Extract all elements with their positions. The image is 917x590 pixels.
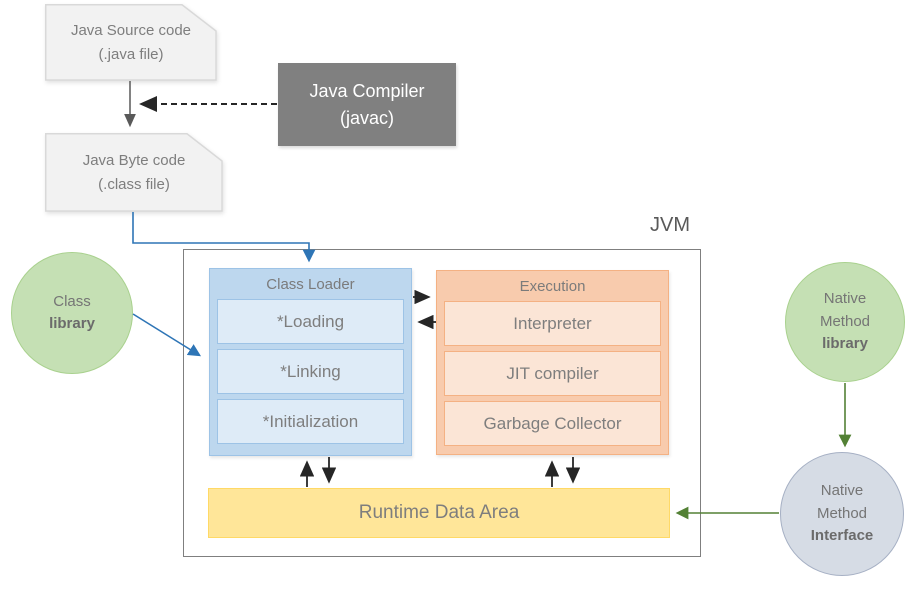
java-source-line1: Java Source code [70,22,192,40]
java-compiler-line2: (javac) [339,107,394,128]
class-library-circle: Class library [11,252,133,374]
class-loader-item-loading: *Loading [217,299,404,344]
class-library-line1: Class [53,292,91,310]
java-source-line2: (.java file) [98,45,164,63]
class-loader-title: Class Loader [266,275,355,293]
java-compiler-line1: Java Compiler [309,81,425,102]
execution-items: Interpreter JIT compiler Garbage Collect… [437,301,668,446]
class-library-line2: library [49,315,95,332]
java-compiler-box: Java Compiler (javac) [278,63,456,146]
execution-item-interpreter: Interpreter [444,301,661,346]
runtime-data-area-box: Runtime Data Area [208,488,670,538]
native-method-library-line3: library [822,335,868,353]
native-method-interface-line3: Interface [810,527,874,545]
java-source-doc: Java Source code (.java file) [45,4,217,81]
native-method-interface-line2: Method [816,504,868,522]
class-loader-item-linking: *Linking [217,349,404,394]
jvm-boundary-box [183,249,701,557]
class-loader-item-initialization: *Initialization [217,399,404,444]
native-method-interface-circle: Native Method Interface [780,452,904,576]
java-source-doc-shape [45,4,217,81]
native-method-library-circle: Native Method library [785,262,905,382]
java-bytecode-doc: Java Byte code (.class file) [45,133,223,212]
java-bytecode-line1: Java Byte code [82,152,186,170]
java-bytecode-doc-shape [45,133,223,212]
jvm-label: JVM [650,214,690,236]
execution-title: Execution [519,277,586,295]
class-loader-items: *Loading *Linking *Initialization [210,299,411,444]
native-method-library-line2: Method [819,312,871,330]
execution-box: Execution Interpreter JIT compiler Garba… [436,270,669,455]
class-loader-box: Class Loader *Loading *Linking *Initiali… [209,268,412,456]
execution-item-garbage-collector: Garbage Collector [444,401,661,446]
java-bytecode-line2: (.class file) [98,175,170,193]
native-method-interface-line1: Native [820,482,864,500]
execution-item-jit-compiler: JIT compiler [444,351,661,396]
native-method-library-line1: Native [823,290,867,308]
